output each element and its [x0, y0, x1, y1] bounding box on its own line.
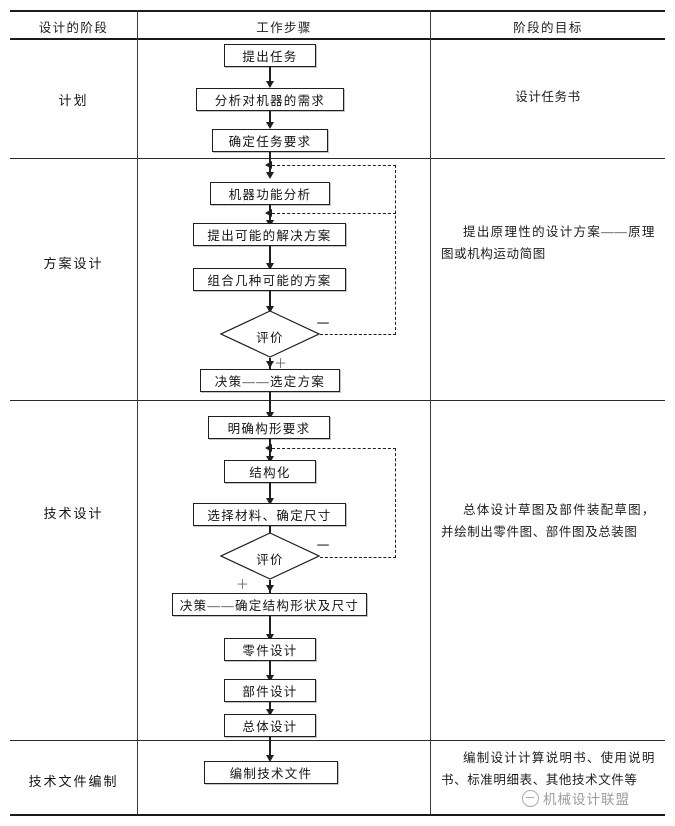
arrow-3: [266, 172, 274, 179]
feedback-arrow-scheme-mid: [265, 209, 272, 217]
node-analyze-machine-needs[interactable]: 分析对机器的需求: [196, 88, 344, 111]
stage-label-plan: 计划: [58, 93, 89, 108]
stage-label-scheme-design: 方案设计: [43, 256, 104, 271]
arrow-15: [266, 709, 274, 716]
branch-sign-negative-scheme: －: [315, 316, 332, 333]
connector-15: [269, 702, 271, 713]
node-overall-design[interactable]: 总体设计: [224, 714, 316, 737]
arrow-7: [266, 361, 274, 368]
feedback-line-scheme-mid: [272, 213, 396, 214]
watermark: 机械设计联盟: [522, 788, 630, 808]
goal-text-documentation: 编制设计计算说明书、使用说明书、标准明细表、其他技术文件等: [441, 751, 655, 787]
stage-label-documentation: 技术文件编制: [28, 774, 119, 789]
arrow-10: [266, 498, 274, 505]
row-divider-3: [10, 740, 665, 741]
node-propose-task[interactable]: 提出任务: [224, 44, 316, 67]
watermark-text: 机械设计联盟: [543, 792, 630, 807]
feedback-line-technical-top: [272, 448, 396, 449]
arrow-1: [266, 81, 274, 88]
feedback-arrow-scheme-top: [265, 161, 272, 169]
feedback-arrow-technical-top: [265, 444, 272, 452]
header-stage: 设计的阶段: [38, 21, 109, 35]
node-select-material-dimensions[interactable]: 选择材料、确定尺寸: [193, 503, 346, 526]
table-bottom-border: [10, 814, 665, 816]
connector-13: [269, 616, 271, 637]
arrow-8: [266, 412, 274, 419]
node-clarify-configuration[interactable]: 明确构形要求: [208, 416, 330, 439]
connector-1: [269, 67, 271, 83]
connector-14: [269, 661, 271, 678]
node-compile-technical-documents[interactable]: 编制技术文件: [204, 761, 338, 784]
arrow-13: [266, 634, 274, 641]
node-combine-solutions[interactable]: 组合几种可能的方案: [193, 268, 346, 291]
decision-evaluate-scheme[interactable]: 评价: [220, 310, 320, 358]
connector-8: [269, 392, 271, 416]
header-goal: 阶段的目标: [513, 21, 583, 35]
node-part-design[interactable]: 零件设计: [224, 638, 316, 661]
row-divider-2: [10, 400, 665, 401]
node-propose-solutions[interactable]: 提出可能的解决方案: [193, 223, 346, 246]
stage-label-technical-design: 技术设计: [43, 506, 104, 521]
arrow-16: [266, 755, 274, 762]
node-structuring[interactable]: 结构化: [224, 460, 316, 483]
row-divider-1: [10, 158, 665, 159]
branch-sign-negative-technical: －: [315, 538, 332, 555]
feedback-line-technical-vertical: [395, 448, 396, 558]
goal-text-plan: 设计任务书: [515, 90, 581, 104]
goal-text-scheme-design: 提出原理性的设计方案——原理图或机构运动简图: [441, 225, 655, 261]
arrow-14: [266, 675, 274, 682]
node-decision-select-scheme[interactable]: 决策——选定方案: [200, 369, 340, 392]
connector-6: [269, 291, 271, 309]
feedback-line-scheme-bottom: [320, 334, 396, 335]
node-component-design[interactable]: 部件设计: [224, 679, 316, 702]
feedback-line-technical-bottom: [320, 557, 396, 558]
feedback-line-scheme-vertical: [395, 165, 396, 335]
branch-sign-positive-technical: ＋: [236, 577, 250, 592]
arrow-12: [266, 585, 274, 592]
connector-5: [269, 246, 271, 266]
connector-16: [269, 737, 271, 759]
arrow-2: [266, 122, 274, 129]
column-divider-1: [137, 10, 138, 815]
diamond-shape-icon: [220, 310, 320, 358]
header-bottom-border: [10, 38, 665, 40]
column-divider-2: [430, 10, 431, 815]
connector-10: [269, 483, 271, 501]
branch-sign-positive-scheme: ＋: [274, 356, 288, 371]
feedback-line-scheme-top: [272, 165, 396, 166]
arrow-6: [266, 306, 274, 313]
table-top-border: [10, 10, 665, 12]
header-steps: 工作步骤: [256, 21, 312, 35]
decision-evaluate-technical-label: 评价: [256, 553, 284, 567]
watermark-circle-logo-icon: [522, 789, 539, 807]
node-machine-function-analysis[interactable]: 机器功能分析: [210, 182, 330, 205]
decision-evaluate-scheme-label: 评价: [256, 331, 284, 345]
goal-text-technical-design: 总体设计草图及部件装配草图，并绘制出零件图、部件图及总装图: [441, 503, 655, 539]
decision-evaluate-technical[interactable]: 评价: [220, 532, 320, 580]
arrow-9: [266, 456, 274, 463]
connector-2: [269, 111, 271, 124]
diamond-shape-icon: [220, 532, 320, 580]
arrow-5: [266, 263, 274, 270]
node-decision-structure-shape-size[interactable]: 决策——确定结构形状及尺寸: [172, 593, 367, 616]
node-define-task-requirements[interactable]: 确定任务要求: [212, 129, 328, 152]
